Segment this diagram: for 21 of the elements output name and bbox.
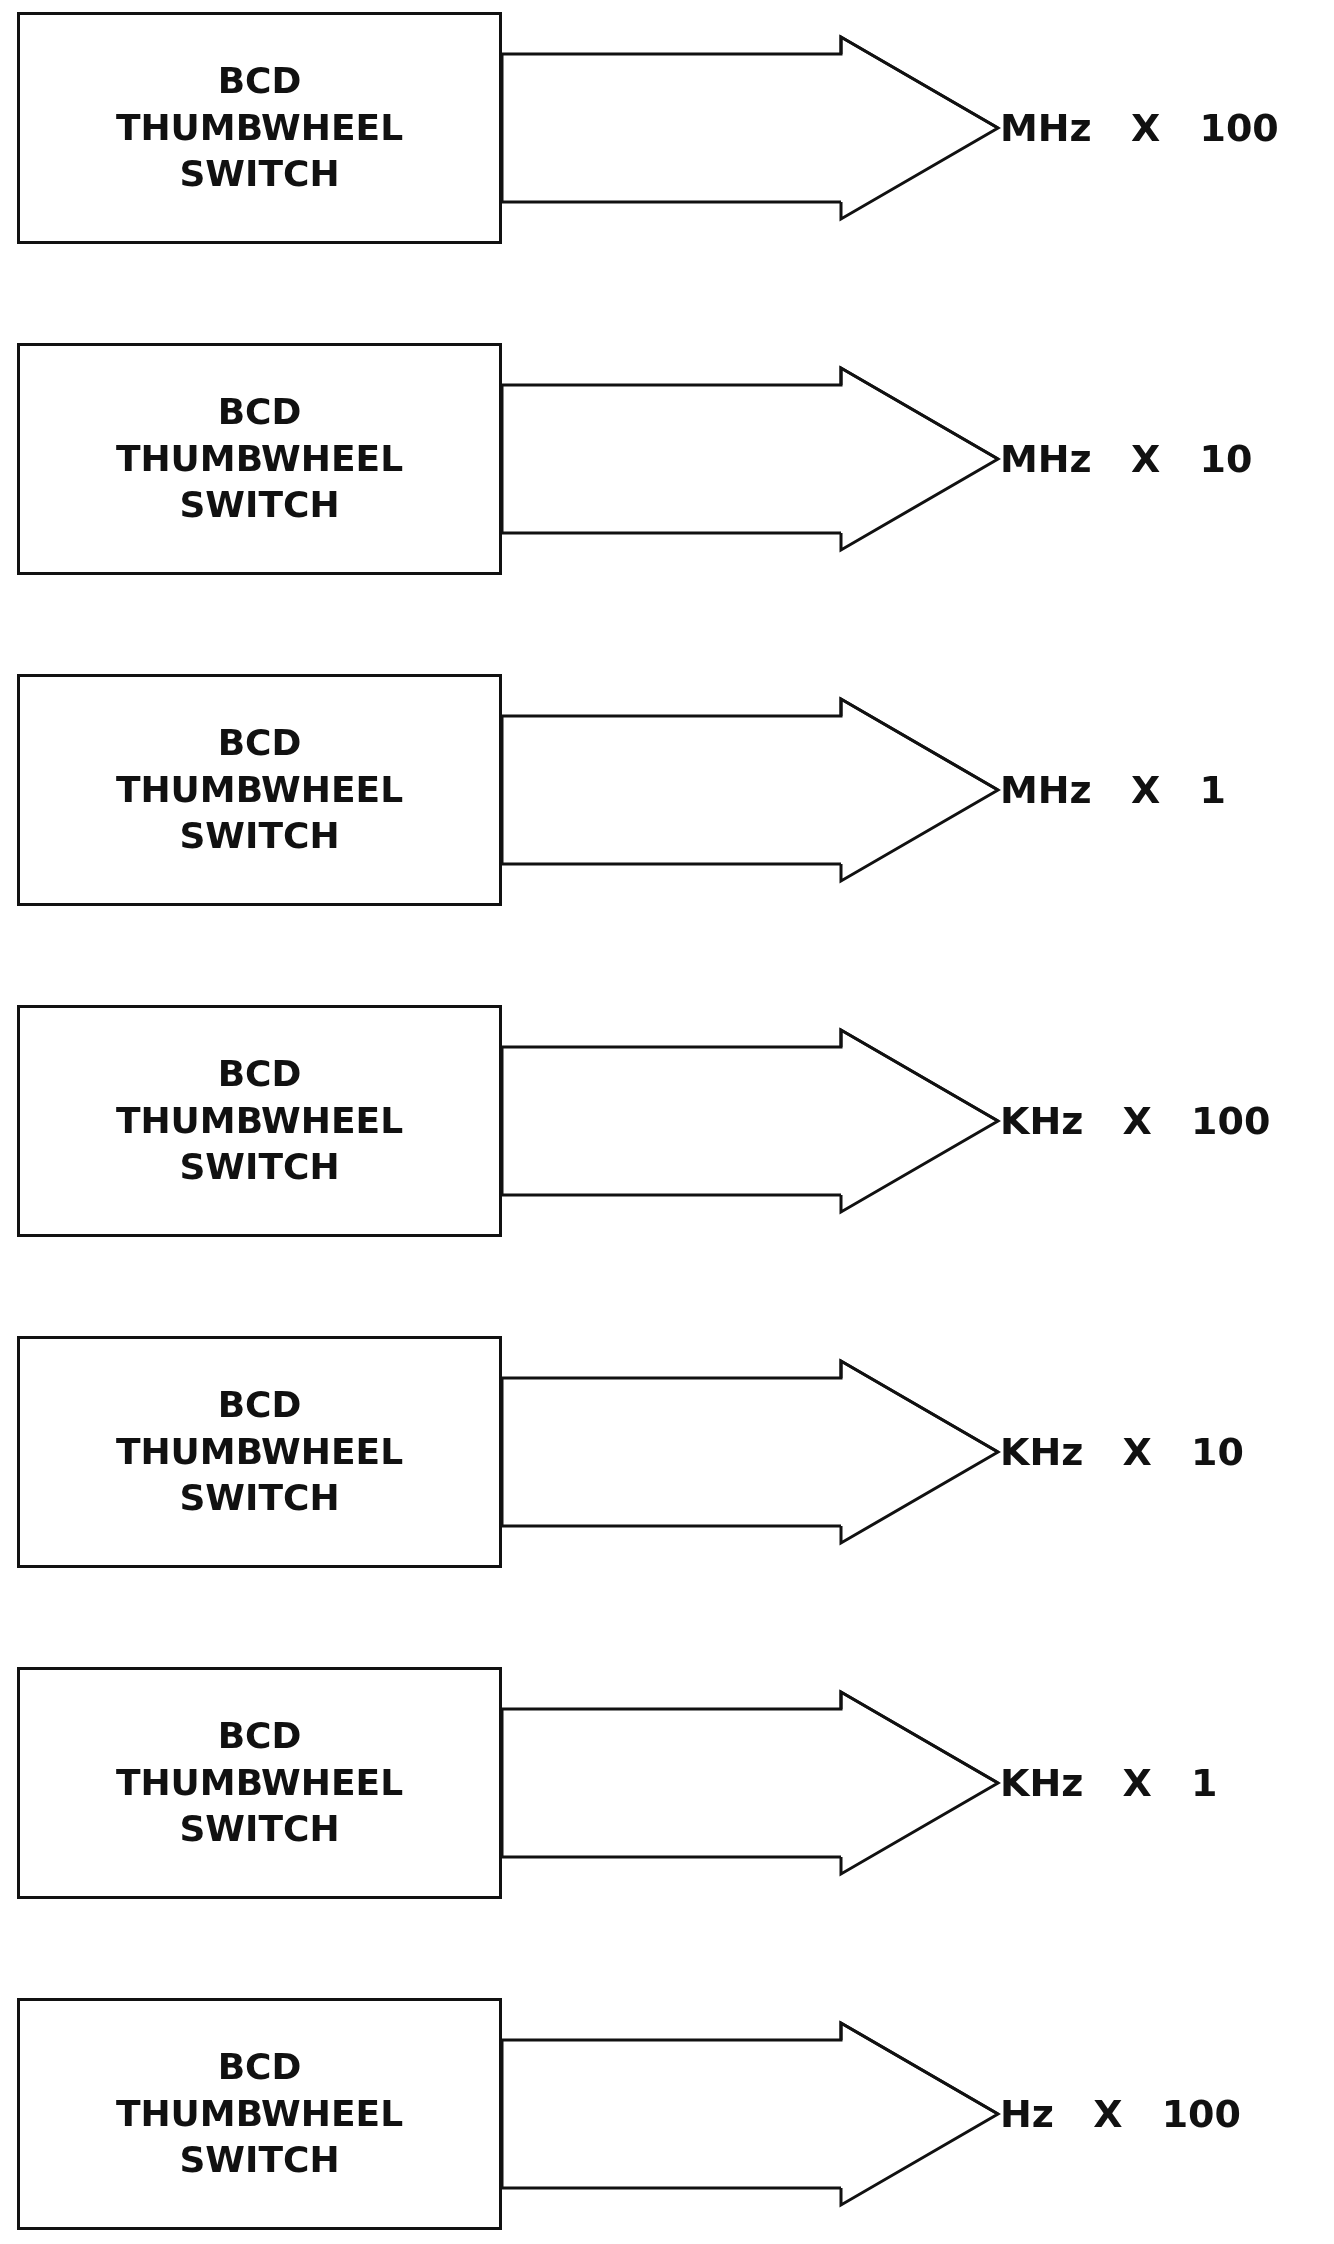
switch-label: BCD THUMBWHEEL SWITCH: [114, 389, 405, 528]
switch-label: BCD THUMBWHEEL SWITCH: [114, 1051, 405, 1190]
switch-box: [17, 1998, 502, 2230]
output-label: MHz X 1: [1000, 768, 1226, 812]
output-label: KHz X 1: [1000, 1761, 1218, 1805]
switch-label: BCD THUMBWHEEL SWITCH: [114, 58, 405, 197]
switch-box: [17, 674, 502, 906]
output-label: MHz X 10: [1000, 437, 1253, 481]
output-label: KHz X 10: [1000, 1430, 1244, 1474]
switch-box: [17, 12, 502, 244]
output-label: KHz X 100: [1000, 1099, 1271, 1143]
switch-label: BCD THUMBWHEEL SWITCH: [114, 1713, 405, 1852]
switch-box: [17, 343, 502, 575]
switch-box: [17, 1667, 502, 1899]
output-label: Hz X 100: [1000, 2092, 1241, 2136]
switch-box: [17, 1005, 502, 1237]
switch-box: [17, 1336, 502, 1568]
output-label: MHz X 100: [1000, 106, 1279, 150]
switch-label: BCD THUMBWHEEL SWITCH: [114, 720, 405, 859]
switch-label: BCD THUMBWHEEL SWITCH: [114, 1382, 405, 1521]
switch-label: BCD THUMBWHEEL SWITCH: [114, 2044, 405, 2183]
